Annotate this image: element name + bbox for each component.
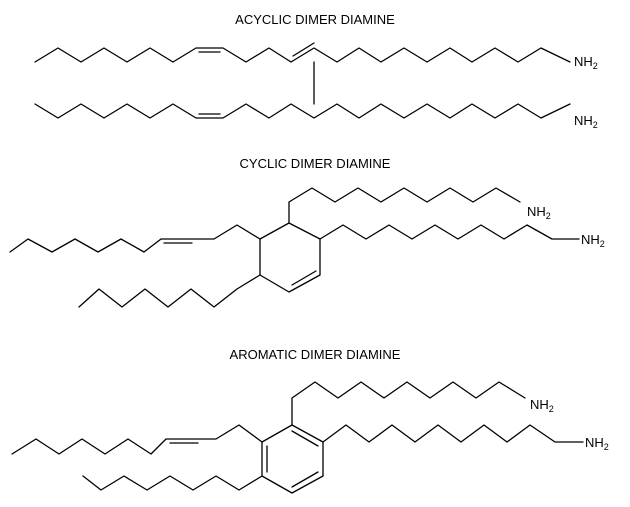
- cyclic-upper-chain: [288, 187, 521, 224]
- acyclic-dimer-diamine: ACYCLIC DIMER DIAMINE NH2 NH2: [34, 12, 598, 130]
- acyclic-title: ACYCLIC DIMER DIAMINE: [235, 12, 395, 27]
- aromatic-ring-double-bond-2: [291, 471, 319, 488]
- cyclic-amine-2-label: NH2: [581, 232, 605, 249]
- cyclic-left-chain: [9, 224, 261, 253]
- aromatic-amine-1-label: NH2: [530, 397, 554, 414]
- acyclic-upper-chain: [34, 47, 571, 63]
- acyclic-amine-2-label: NH2: [574, 113, 598, 130]
- acyclic-amine-1-label: NH2: [574, 54, 598, 71]
- aromatic-hexyl-chain: [82, 475, 263, 491]
- cyclic-title: CYCLIC DIMER DIAMINE: [240, 156, 391, 171]
- cyclic-right-chain: [319, 224, 580, 240]
- aromatic-upper-chain: [291, 381, 526, 426]
- cyclic-ring: [259, 222, 321, 293]
- aromatic-ring-double-bond-1: [291, 430, 319, 447]
- aromatic-dimer-diamine: AROMATIC DIMER DIAMINE NH2 NH2: [11, 347, 609, 494]
- aromatic-ring: [261, 424, 324, 494]
- aromatic-left-chain: [11, 424, 263, 455]
- aromatic-title: AROMATIC DIMER DIAMINE: [230, 347, 401, 362]
- acyclic-lower-chain: [34, 103, 571, 119]
- cyclic-ring-double-bond: [291, 270, 317, 286]
- aromatic-right-chain: [322, 424, 584, 443]
- aromatic-amine-2-label: NH2: [585, 435, 609, 452]
- cyclic-dimer-diamine: CYCLIC DIMER DIAMINE NH2 NH2: [9, 156, 605, 308]
- acyclic-upper-branch-double-bond: [292, 42, 315, 57]
- cyclic-amine-1-label: NH2: [527, 204, 551, 221]
- cyclic-hexyl-chain: [78, 274, 261, 308]
